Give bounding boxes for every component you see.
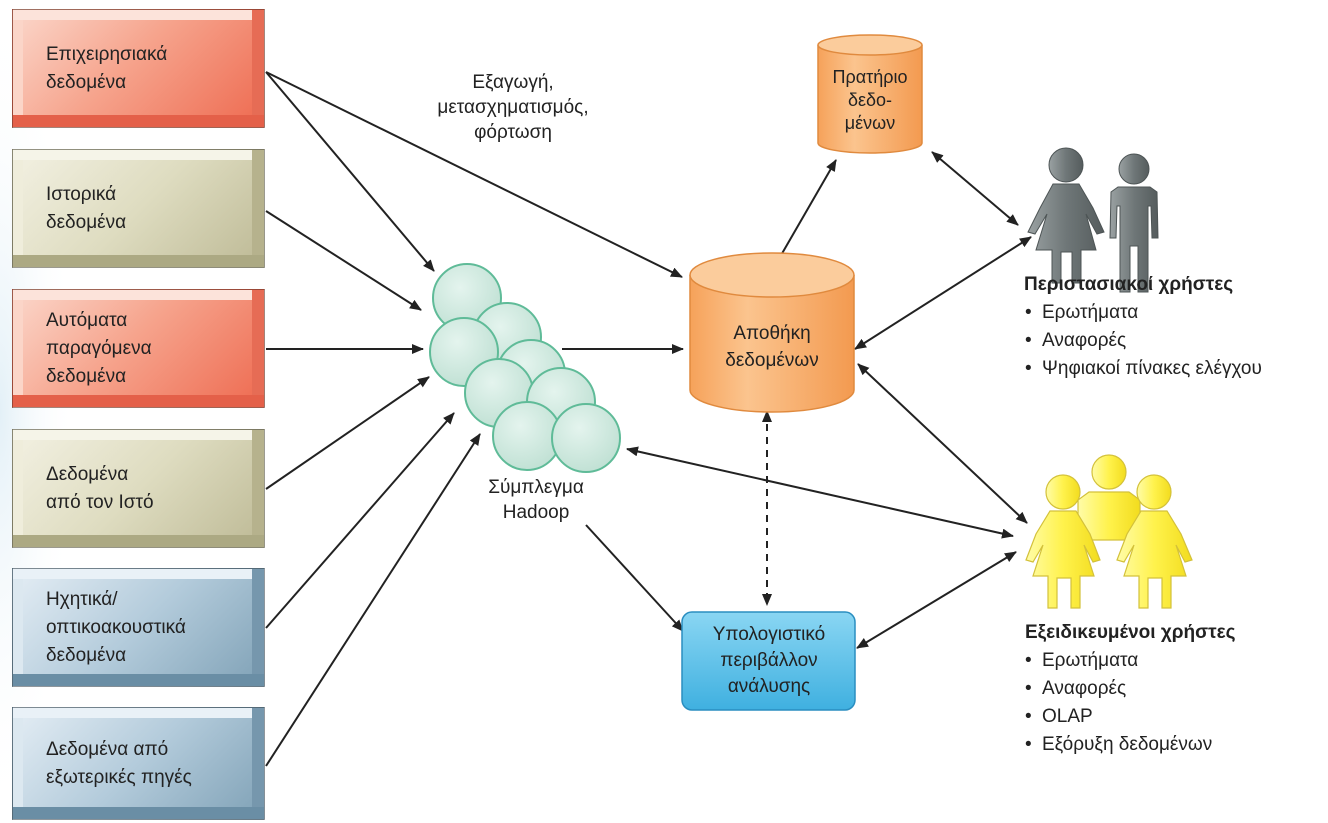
analytics-environment-label: Υπολογιστικό περιβάλλον ανάλυσης xyxy=(712,624,826,697)
arrow-warehouse-to-data-mart xyxy=(779,159,837,258)
list-item: Ψηφιακοί πίνακες ελέγχου xyxy=(1025,355,1262,383)
arrow-web-to-hadoop xyxy=(265,376,430,490)
source-web-label: Δεδομένα από τον Ιστό xyxy=(46,463,154,513)
arrow-data-mart-casual-users xyxy=(931,151,1019,226)
arrow-hadoop-to-analytics xyxy=(585,524,684,632)
data-warehouse-cylinder xyxy=(689,252,855,413)
source-audio-video-label: Ηχητικά/ οπτικοακουστικά δεδομένα xyxy=(46,588,186,666)
arrow-historical-to-hadoop xyxy=(265,210,422,311)
data-mart-cylinder xyxy=(817,34,923,154)
hadoop-cluster-label: Σύμπλεγμα Hadoop xyxy=(488,477,584,523)
list-item: Αναφορές xyxy=(1025,675,1212,703)
list-item: Ερωτήματα xyxy=(1025,647,1212,675)
arrow-audio-to-hadoop xyxy=(265,412,455,629)
list-item: Ερωτήματα xyxy=(1025,299,1262,327)
list-item: OLAP xyxy=(1025,703,1212,731)
arrow-analytics-power-users xyxy=(856,551,1017,649)
arrow-operational-to-hadoop xyxy=(265,71,435,272)
source-historical-data: Ιστορικά δεδομένα xyxy=(12,149,265,268)
source-operational-label: Επιχειρησιακά δεδομένα xyxy=(46,43,168,93)
casual-users-list: Ερωτήματα Αναφορές Ψηφιακοί πίνακες ελέγ… xyxy=(1025,299,1262,383)
source-web-data: Δεδομένα από τον Ιστό xyxy=(12,429,265,548)
list-item: Εξόρυξη δεδομένων xyxy=(1025,731,1212,759)
analytics-environment-box xyxy=(681,611,856,711)
power-users-icon xyxy=(1025,454,1193,609)
hadoop-cluster-icon xyxy=(429,263,621,473)
casual-users-title: Περιστασιακοί χρήστες xyxy=(1024,274,1234,295)
source-audio-video-data: Ηχητικά/ οπτικοακουστικά δεδομένα xyxy=(12,568,265,687)
data-warehouse-label: Αποθήκη δεδομένων xyxy=(725,323,819,371)
source-machine-label: Αυτόματα παραγόμενα δεδομένα xyxy=(46,309,152,387)
casual-users-icon xyxy=(1027,147,1159,293)
power-users-list: Ερωτήματα Αναφορές OLAP Εξόρυξη δεδομένω… xyxy=(1025,647,1212,759)
source-external-data: Δεδομένα από εξωτερικές πηγές xyxy=(12,707,265,820)
source-external-label: Δεδομένα από εξωτερικές πηγές xyxy=(46,738,192,788)
arrow-external-to-hadoop xyxy=(265,433,481,767)
etl-label: Εξαγωγή, μετασχηματισμός, φόρτωση xyxy=(437,72,589,143)
data-mart-label: Πρατήριο δεδο- μένων xyxy=(832,67,908,133)
source-operational-data: Επιχειρησιακά δεδομένα xyxy=(12,9,265,128)
source-machine-data: Αυτόματα παραγόμενα δεδομένα xyxy=(12,289,265,408)
arrow-operational-to-warehouse xyxy=(265,71,683,278)
arrow-warehouse-casual-users xyxy=(854,236,1032,350)
arrow-hadoop-power-users xyxy=(626,446,1014,539)
arrow-warehouse-power-users xyxy=(857,363,1028,524)
source-historical-label: Ιστορικά δεδομένα xyxy=(46,183,127,233)
list-item: Αναφορές xyxy=(1025,327,1262,355)
power-users-title: Εξειδικευμένοι χρήστες xyxy=(1025,622,1236,643)
